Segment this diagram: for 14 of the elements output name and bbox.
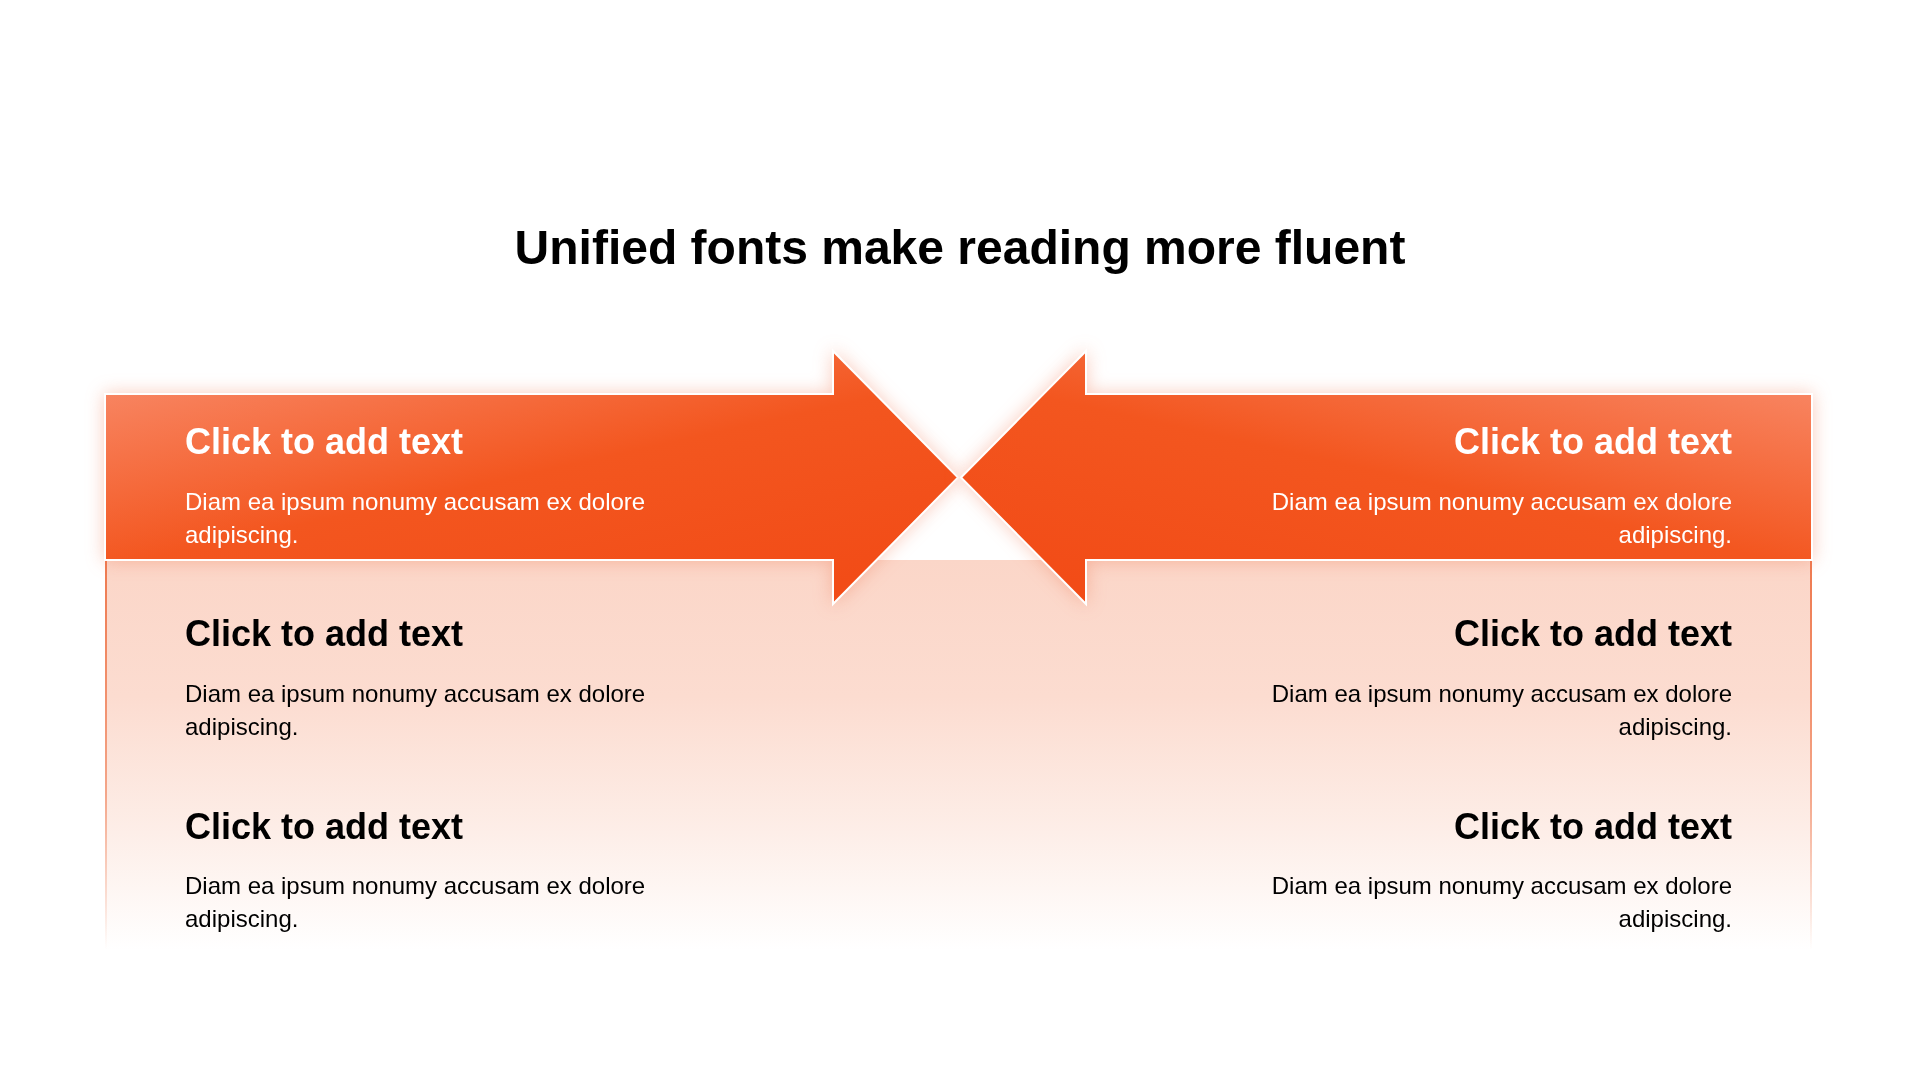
body-text: Diam ea ipsum nonumy accusam ex dolore adipiscing. <box>185 678 647 742</box>
body-text: Diam ea ipsum nonumy accusam ex dolore adipiscing. <box>185 870 647 934</box>
heading: Click to add text <box>1453 419 1732 463</box>
body-text: Diam ea ipsum nonumy accusam ex dolore adipiscing. <box>185 486 647 550</box>
heading: Click to add text <box>185 419 464 463</box>
slide-title: Unified fonts make reading more fluent <box>514 220 1406 276</box>
body-text: Diam ea ipsum nonumy accusam ex dolore adipiscing. <box>1270 870 1732 934</box>
background-panel <box>105 560 1812 950</box>
heading: Click to add text <box>1453 611 1732 655</box>
heading: Click to add text <box>185 804 464 848</box>
heading: Click to add text <box>185 611 464 655</box>
body-text: Diam ea ipsum nonumy accusam ex dolore adipiscing. <box>1270 678 1732 742</box>
body-text: Diam ea ipsum nonumy accusam ex dolore adipiscing. <box>1270 486 1732 550</box>
heading: Click to add text <box>1453 804 1732 848</box>
